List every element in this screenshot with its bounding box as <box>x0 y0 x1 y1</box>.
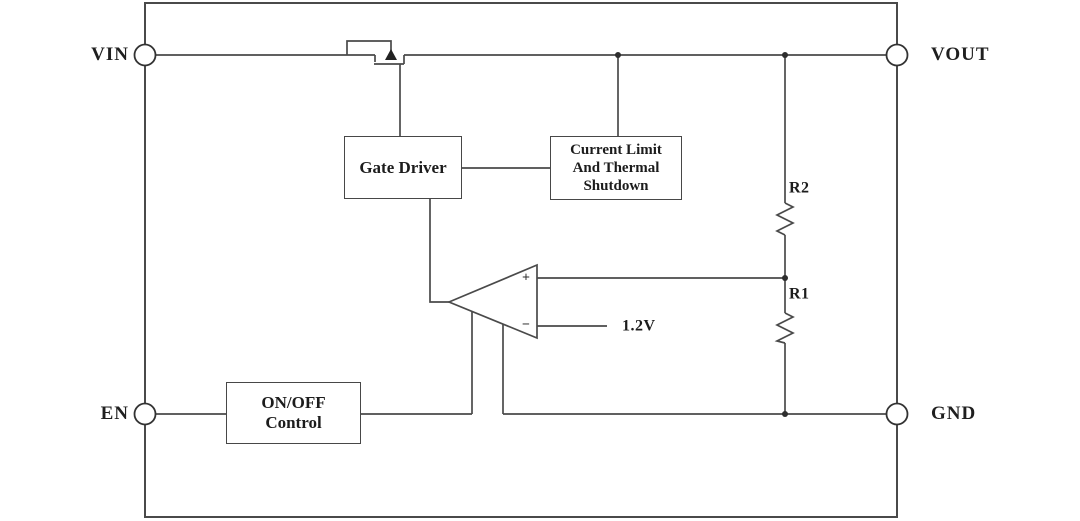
vin-pin-label: VIN <box>91 44 129 66</box>
pmos-arrow-icon <box>385 49 397 60</box>
en-pin-label: EN <box>100 403 129 425</box>
gate-driver-block: Gate Driver <box>344 136 462 199</box>
resistor-r1-symbol <box>774 312 795 344</box>
junction-dot <box>782 275 788 281</box>
junction-dot <box>615 52 621 58</box>
onoff-control-label-line1: ON/OFF <box>261 393 326 412</box>
gnd-pin-terminal-icon <box>885 402 909 426</box>
resistor-r2-label: R2 <box>789 179 810 197</box>
amplifier-minus-input-sign: − <box>522 317 530 333</box>
error-amplifier-symbol <box>446 263 538 340</box>
onoff-control-label-line2: Control <box>265 413 322 432</box>
junction-dot <box>782 411 788 417</box>
gate-driver-label: Gate Driver <box>359 157 447 177</box>
resistor-r2-symbol <box>775 202 795 236</box>
pmos-gate-loop-symbol <box>346 40 392 55</box>
vin-pin-terminal-icon <box>133 43 157 67</box>
gnd-pin-label: GND <box>931 403 977 425</box>
current-limit-thermal-shutdown-block: Current Limit And Thermal Shutdown <box>550 136 682 200</box>
resistor-r1-label: R1 <box>789 285 810 303</box>
current-limit-label-line1: Current Limit <box>570 142 662 158</box>
junction-dot <box>782 52 788 58</box>
vout-pin-label: VOUT <box>931 44 990 66</box>
reference-voltage-label: 1.2V <box>622 317 656 335</box>
ic-boundary-rect <box>144 2 898 518</box>
onoff-control-block: ON/OFF Control <box>226 382 361 444</box>
amplifier-plus-input-sign: + <box>522 270 530 286</box>
current-limit-label-line3: Shutdown <box>583 178 649 194</box>
vout-pin-terminal-icon <box>885 43 909 67</box>
current-limit-label-line2: And Thermal <box>572 160 660 176</box>
en-pin-terminal-icon <box>133 402 157 426</box>
comparator-output-wire <box>429 199 449 303</box>
pmos-channel-symbol <box>374 55 405 65</box>
